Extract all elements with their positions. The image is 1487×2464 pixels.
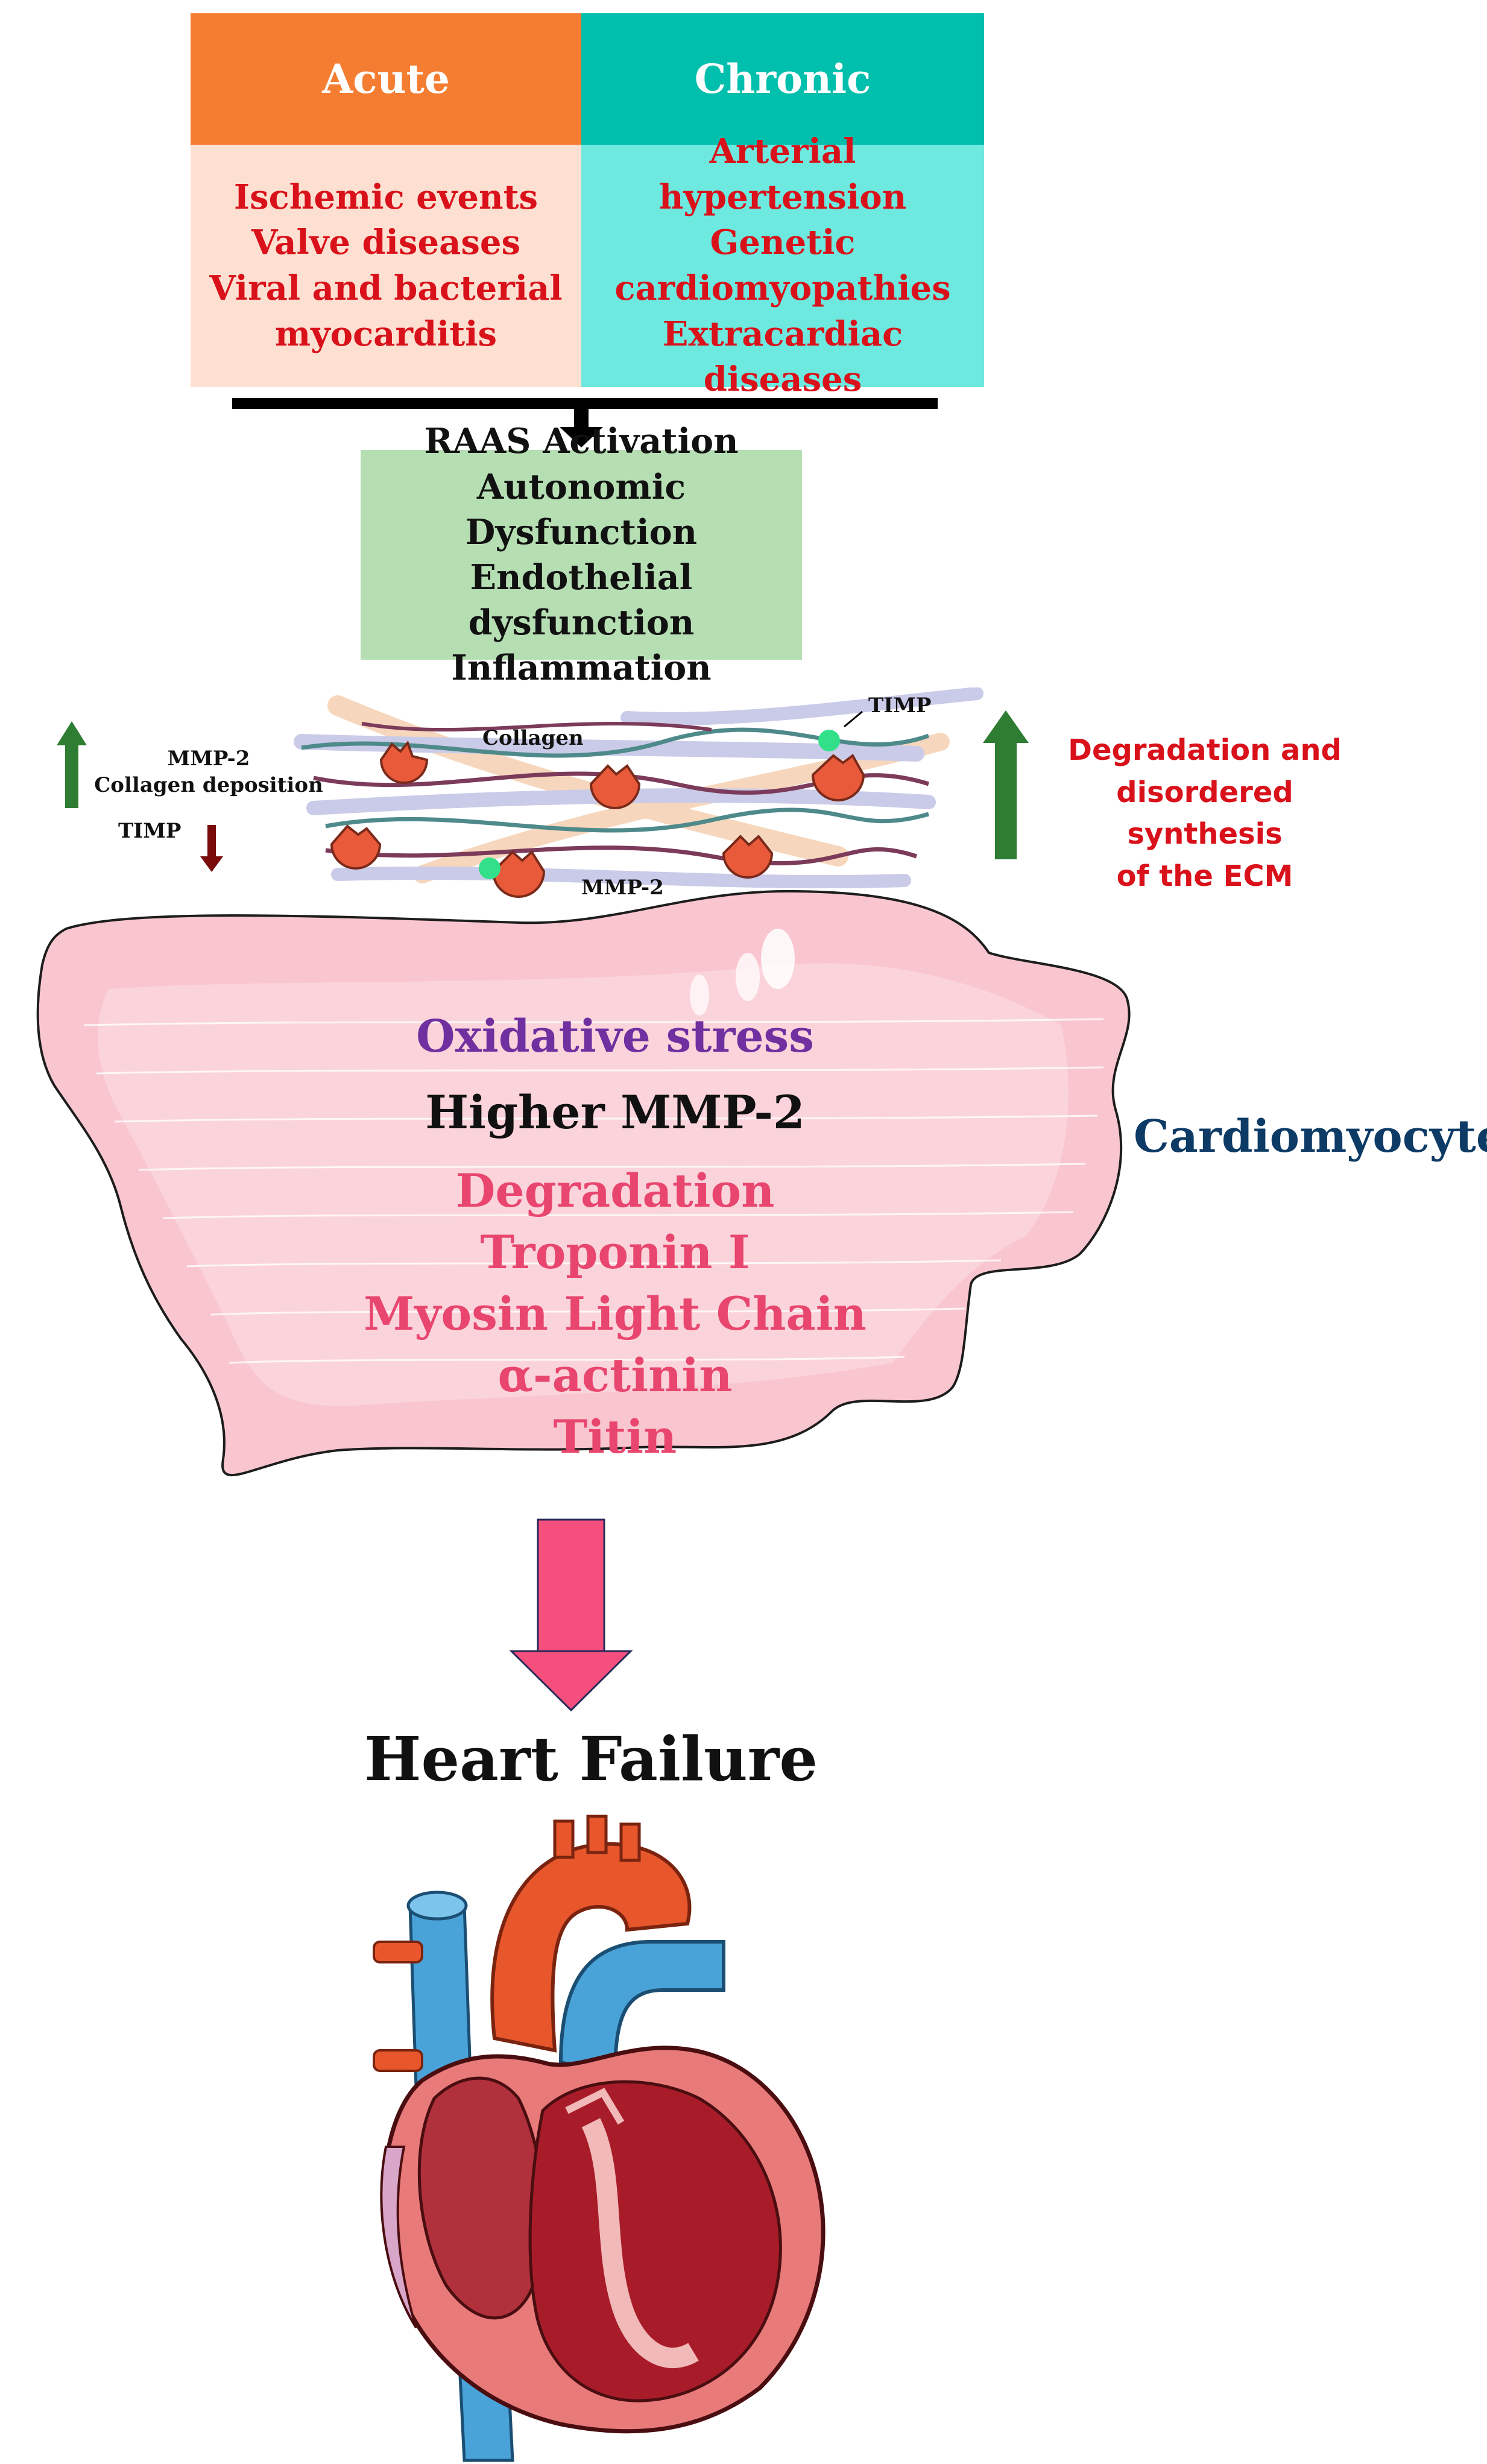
chronic-header: Chronic — [581, 13, 984, 145]
acute-causes-list: Ischemic events Valve diseases Viral and… — [191, 145, 581, 387]
chronic-item: Arterial hypertension — [658, 131, 907, 217]
mechanism-item: Autonomic Dysfunction — [465, 466, 698, 552]
mechanism-item: Inflammation — [451, 648, 712, 689]
left-up-item: MMP-2 — [167, 747, 250, 771]
timp-label: TIMP — [868, 693, 932, 718]
left-increase-labels: MMP-2 Collagen deposition — [94, 745, 323, 798]
cardiomyocyte-label: Cardiomyocyte — [1134, 1111, 1487, 1163]
degradation-title: Degradation — [455, 1164, 775, 1218]
collagen-label: Collagen — [482, 726, 584, 750]
mmp2-label: MMP-2 — [581, 876, 664, 900]
ecm-degradation-text: Degradation and disordered synthesis of … — [1036, 730, 1374, 897]
acute-item: Viral and bacterial — [209, 268, 563, 308]
higher-mmp2: Higher MMP-2 — [425, 1085, 805, 1139]
ecm-text-line: of the ECM — [1116, 859, 1293, 893]
heart-icon — [373, 1815, 826, 2462]
down-arrow-head — [560, 427, 603, 447]
myosin-light-chain: Myosin Light Chain — [364, 1287, 867, 1341]
heart-failure-arrow — [509, 1518, 633, 1712]
chronic-item: cardiomyopathies — [614, 268, 951, 308]
chronic-header-label: Chronic — [694, 55, 871, 103]
alpha-actinin: α-actinin — [497, 1348, 733, 1402]
acute-item: myocarditis — [274, 314, 497, 354]
left-decrease-label: TIMP — [118, 819, 182, 843]
connector-bar — [232, 398, 938, 409]
oxidative-stress: Oxidative stress — [416, 1011, 814, 1063]
left-up-item: Collagen deposition — [94, 773, 323, 798]
cardiomyocyte-cell — [36, 889, 1131, 1476]
ecm-text-line: disordered synthesis — [1116, 775, 1293, 851]
troponin-i: Troponin I — [480, 1225, 750, 1279]
titin: Titin — [553, 1410, 677, 1464]
acute-header-label: Acute — [322, 55, 450, 103]
mechanism-item: RAAS Activation — [424, 421, 739, 462]
cardiomyocyte-contents: Oxidative stress Higher MMP-2 Degradatio… — [205, 1001, 1025, 1483]
chronic-item: Genetic — [710, 223, 856, 263]
chronic-item: Extracardiac diseases — [662, 314, 903, 400]
chronic-causes-list: Arterial hypertension Genetic cardiomyop… — [581, 131, 984, 399]
down-arrow-shaft — [574, 408, 589, 431]
ecm-text-line: Degradation and — [1068, 733, 1342, 767]
acute-item: Ischemic events — [233, 177, 538, 217]
acute-header: Acute — [191, 13, 581, 145]
ecm-illustration — [57, 687, 1029, 898]
heart-failure-title: Heart Failure — [364, 1723, 818, 1795]
acute-item: Valve diseases — [251, 223, 521, 263]
mechanisms-box: RAAS Activation Autonomic Dysfunction En… — [361, 421, 802, 688]
mechanism-item: Endothelial dysfunction — [468, 557, 695, 643]
